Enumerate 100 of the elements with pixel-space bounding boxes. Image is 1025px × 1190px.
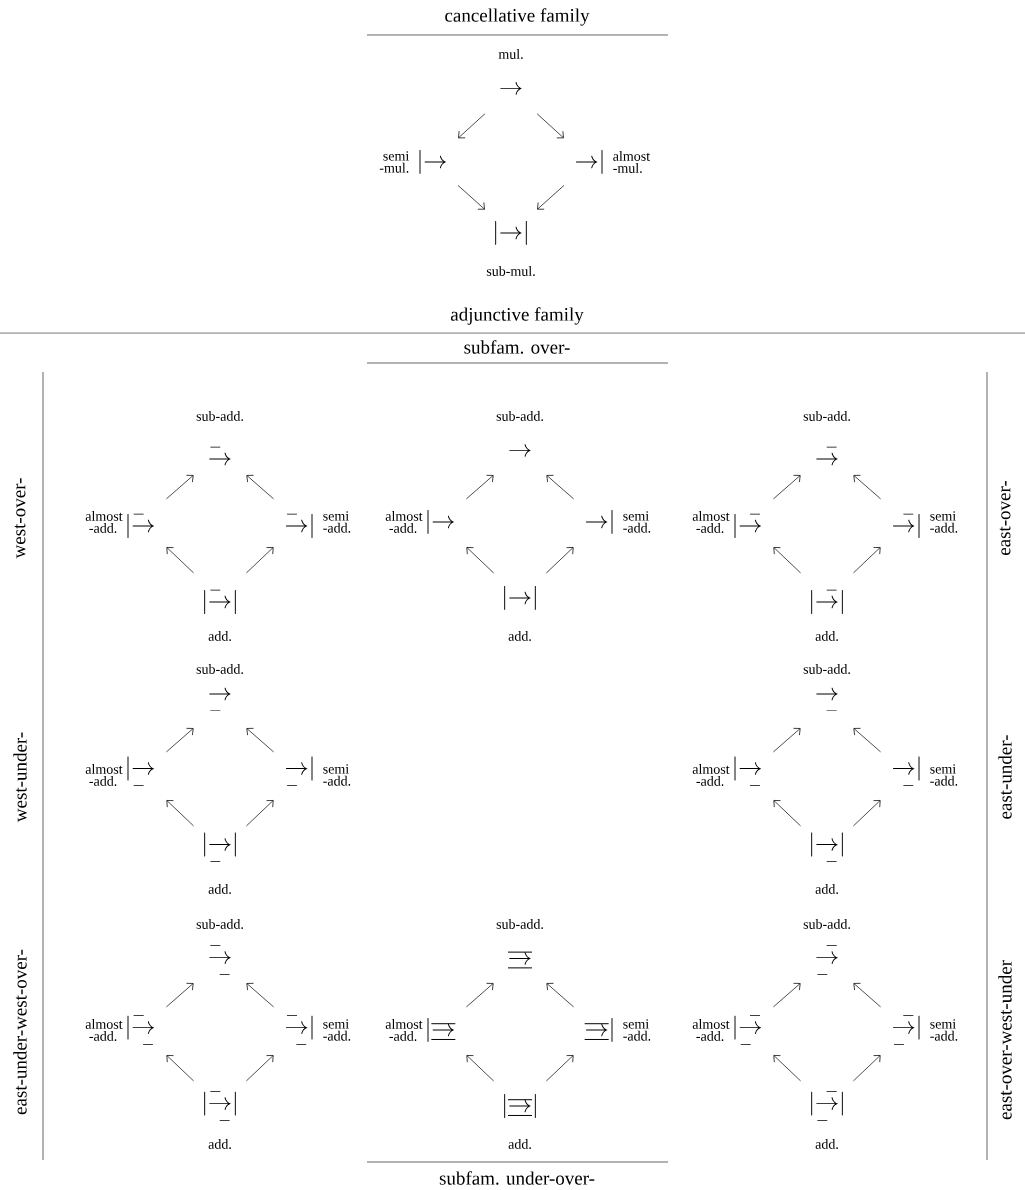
- side-label: east-over-: [999, 480, 1011, 556]
- arrow-symbol: $\overset{\;\;-}{\underset{-\;\;}{\rightarrow}}$: [816, 945, 838, 975]
- arrow-symbol: ${\overset{\;\;-}{\rightarrow}}|$: [893, 513, 920, 538]
- node-label: add.: [508, 631, 531, 641]
- arrow: [457, 185, 485, 210]
- arrow: [466, 1055, 494, 1082]
- side-label: east-under-west-over-: [13, 949, 27, 1115]
- arrow: [537, 185, 565, 210]
- node-label: sub-add.: [803, 919, 850, 929]
- arrow: [773, 475, 801, 500]
- arrow: [773, 547, 801, 574]
- arrow-symbol: $|{\rightarrow}$: [427, 510, 454, 534]
- section-heading: cancellative family: [445, 8, 590, 26]
- arrow: [458, 113, 486, 139]
- arrow: [246, 728, 274, 753]
- arrow-symbol: $\overset{-\;\;}{\underset{\;\;-}{\rightarrow}}$: [209, 945, 231, 975]
- node-label: semi -add.: [623, 511, 651, 533]
- node-label: add.: [208, 1139, 231, 1149]
- node-label: semi -mul.: [379, 151, 409, 173]
- arrow-symbol: $|{\overline{\underline{\rightarrow}}}|$: [504, 1094, 536, 1118]
- arrow: [853, 547, 881, 574]
- arrow: [246, 547, 274, 574]
- arrow-symbol: ${\overline{\underline{\rightarrow}}}|$: [584, 1018, 613, 1042]
- arrow-symbol: ${\underset{-\;\;}{\rightarrow}}|$: [286, 756, 313, 786]
- arrow-symbol: $|{\underset{\;\;-}{\rightarrow}}$: [734, 756, 761, 786]
- arrow: [166, 475, 194, 500]
- node-label: almost -add.: [692, 511, 730, 533]
- node-label: semi -add.: [323, 1019, 351, 1041]
- arrow: [166, 800, 194, 827]
- node-label: add.: [815, 884, 838, 894]
- arrow-symbol: $|{\overset{-\;\;}{\underset{\;\;-}{\rightarrow}}}|$: [204, 1091, 236, 1121]
- node-label: almost -add.: [385, 511, 423, 533]
- arrow-symbol: $|{\underset{-\;\;}{\rightarrow}}$: [127, 756, 154, 786]
- arrow-symbol: $|{\overset{\;\;-}{\rightarrow}}$: [734, 513, 761, 538]
- node-label: mul.: [498, 49, 523, 59]
- node-label: semi -add.: [323, 511, 351, 533]
- arrow: [246, 1055, 274, 1082]
- arrow: [536, 113, 564, 139]
- arrow-symbol: ${\overset{\;\;-}{\underset{-\;\;}{\rightarrow}}}|$: [893, 1015, 920, 1045]
- arrow-symbol: $|{\overset{-\;\;}{\underset{\;\;-}{\rightarrow}}}$: [127, 1015, 154, 1045]
- subfamily-heading: subfam. over-: [464, 340, 570, 354]
- arrow-symbol: $|{\overset{-\;\;}{\rightarrow}}$: [127, 513, 154, 538]
- subfamily-heading: subfam. under-over-: [439, 1171, 595, 1185]
- arrow-symbol: $|{\overset{\;\;-}{\underset{-\;\;}{\rightarrow}}}$: [734, 1015, 761, 1045]
- node-label: add.: [815, 631, 838, 641]
- node-label: almost -add.: [85, 1019, 123, 1041]
- arrow-symbol: $\rightarrow$: [509, 444, 531, 457]
- side-label: west-under-: [13, 732, 27, 823]
- arrow: [166, 547, 194, 574]
- arrow: [853, 800, 881, 827]
- arrow-symbol: ${\overset{-\;\;}{\underset{\;\;-}{\rightarrow}}}|$: [286, 1015, 313, 1045]
- arrow-symbol: ${\underset{\;\;-}{\rightarrow}}|$: [893, 756, 920, 786]
- node-label: sub-add.: [803, 411, 850, 421]
- node-label: semi -add.: [930, 764, 958, 786]
- node-label: sub-add.: [196, 664, 243, 674]
- node-label: sub-add.: [196, 411, 243, 421]
- node-label: sub-add.: [196, 919, 243, 929]
- node-label: add.: [508, 1139, 531, 1149]
- arrow-symbol: $\rightarrow$: [500, 82, 522, 95]
- arrow: [773, 728, 801, 753]
- arrow-symbol: $\underset{\;\;-}{\rightarrow}$: [816, 687, 838, 712]
- arrow: [546, 983, 574, 1008]
- arrow-symbol: $|{\underset{-\;\;}{\rightarrow}}|$: [204, 832, 236, 862]
- node-label: sub-add.: [496, 411, 543, 421]
- arrow: [246, 475, 274, 500]
- arrow-symbol: $\overset{\;\;-}{\rightarrow}$: [816, 446, 838, 466]
- arrow: [773, 800, 801, 827]
- arrow: [546, 475, 574, 500]
- arrow-symbol: $|{\overset{\;\;-}{\underset{-\;\;}{\rightarrow}}}|$: [811, 1091, 843, 1121]
- node-label: almost -add.: [385, 1019, 423, 1041]
- arrow: [466, 547, 494, 574]
- arrow-symbol: $|{\rightarrow}|$: [495, 221, 527, 245]
- arrow: [166, 983, 194, 1008]
- arrow-symbol: ${\rightarrow}|$: [586, 510, 613, 534]
- node-label: almost -add.: [692, 764, 730, 786]
- section-heading: adjunctive family: [450, 307, 584, 325]
- arrow: [853, 728, 881, 753]
- arrow-symbol: $|{\overline{\underline{\rightarrow}}}$: [427, 1018, 456, 1042]
- arrow-symbol: $|{\overset{-\;\;}{\rightarrow}}|$: [204, 589, 236, 614]
- arrow-symbol: ${\overset{-\;\;}{\rightarrow}}|$: [286, 513, 313, 538]
- arrow-symbol: $|{\rightarrow}|$: [504, 586, 536, 610]
- node-label: semi -add.: [930, 1019, 958, 1041]
- node-label: semi -add.: [623, 1019, 651, 1041]
- arrow: [546, 547, 574, 574]
- node-label: semi -add.: [323, 764, 351, 786]
- node-label: almost -mul.: [613, 151, 650, 173]
- arrow-symbol: ${\rightarrow}|$: [576, 150, 603, 174]
- arrow-symbol: $|{\overset{\;\;-}{\rightarrow}}|$: [811, 589, 843, 614]
- arrow: [246, 983, 274, 1008]
- node-label: almost -add.: [85, 511, 123, 533]
- node-label: almost -add.: [85, 764, 123, 786]
- arrow-symbol: $|{\underset{\;\;-}{\rightarrow}}|$: [811, 832, 843, 862]
- node-label: semi -add.: [930, 511, 958, 533]
- arrow-symbol: $|{\rightarrow}$: [419, 150, 446, 174]
- node-label: sub-add.: [803, 664, 850, 674]
- arrow: [773, 1055, 801, 1082]
- node-label: add.: [208, 884, 231, 894]
- node-label: sub-add.: [496, 919, 543, 929]
- arrow: [773, 983, 801, 1008]
- side-label: east-over-west-under: [998, 960, 1012, 1120]
